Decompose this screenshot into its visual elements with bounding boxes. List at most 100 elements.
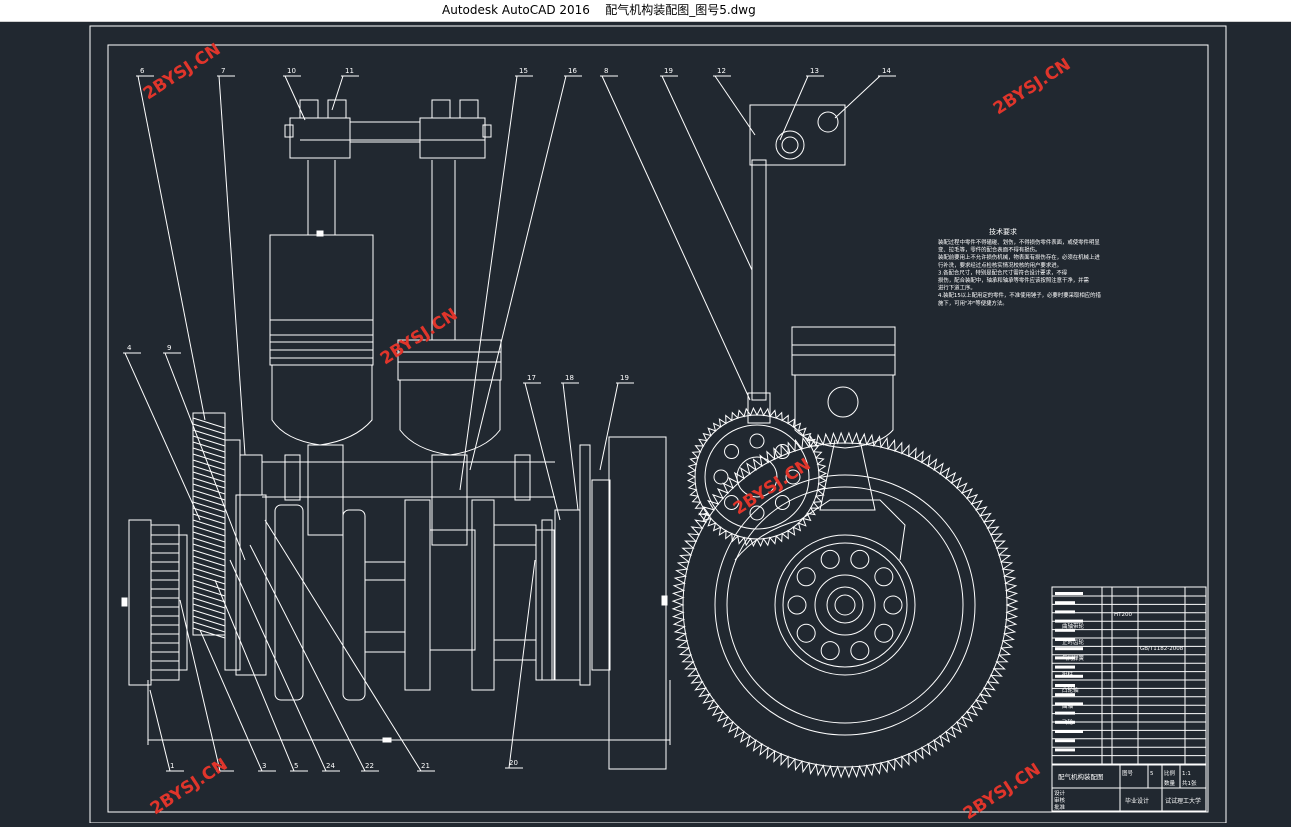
gear-tooth (192, 501, 226, 513)
tb-cell-fill (1055, 610, 1075, 614)
gear-tooth (192, 423, 226, 435)
tb-cell-fill (1055, 720, 1075, 724)
note-line: 装配前要用上不允许损伤机械，物表面有损伤存在，必须在机械上进 (938, 253, 1100, 261)
gear-tooth (192, 591, 226, 603)
piston-right (397, 160, 502, 546)
gear-tooth (192, 579, 226, 591)
callout-number: 9 (167, 344, 171, 352)
bolt-hole (850, 641, 870, 661)
note-line: 损伤，配合装配中，轴承和轴承等零件应该按照注意干净，并需 (938, 276, 1090, 284)
gear-tooth (192, 519, 226, 531)
gear-tooth (192, 441, 226, 453)
gear-tooth (192, 483, 226, 495)
flywheel-end-view (671, 431, 1019, 779)
bolt-hole (713, 469, 729, 485)
tb-material: HT200 (1114, 612, 1132, 618)
tb-sheet-label: 图号 (1122, 769, 1134, 777)
callout-number: 2 (220, 762, 224, 770)
title-block-table (1051, 586, 1207, 812)
leader-line (218, 75, 246, 456)
leader-line (249, 544, 366, 772)
gear-tooth (192, 555, 226, 567)
note-line: 3.各配合尺寸，特别是配合尺寸需符合设计要求，不得 (938, 268, 1068, 276)
technical-notes: 技术要求 装配过程中零件不得磕碰、划伤，不得损伤零件表面，或使零件明显变、拉毛等… (938, 227, 1102, 307)
tb-drawing-name: 配气机构装配图 (1058, 772, 1104, 781)
bolt-hole (796, 623, 816, 643)
app-name: Autodesk AutoCAD 2016 (442, 3, 590, 17)
note-line: 变、拉毛等，零件的配合表面不得有损伤。 (938, 246, 1040, 254)
tb-cell-fill (1055, 647, 1083, 651)
callout-number: 4 (127, 344, 132, 352)
tb-design-label: 设计 (1054, 789, 1066, 797)
tb-row-text: 曲轴带轮 (1062, 622, 1085, 630)
window-title-bar: Autodesk AutoCAD 2016 配气机构装配图_图号5.dwg (0, 0, 1291, 22)
tb-standard: GB/T1182-2008 (1140, 646, 1184, 652)
inner-border (107, 44, 1209, 813)
gear-tooth (192, 459, 226, 471)
tb-scale: 1:1 (1182, 771, 1191, 777)
bolt-hole (820, 549, 840, 569)
callout-number: 19 (620, 374, 629, 382)
bolt-hole (787, 595, 807, 615)
callout-number: 11 (345, 67, 354, 75)
tb-cell-fill (1055, 684, 1075, 687)
leader-lines (123, 75, 896, 772)
window-title: Autodesk AutoCAD 2016 配气机构装配图_图号5.dwg (442, 0, 756, 21)
tb-row-text: 飞轮 (1062, 718, 1074, 726)
gear-tooth (192, 417, 226, 429)
gear-tooth (192, 543, 226, 555)
leader-line (834, 75, 881, 119)
gear-tooth (192, 567, 226, 579)
callout-number: 15 (519, 67, 528, 75)
tb-approve-label: 批准 (1054, 803, 1066, 811)
callout-number: 24 (326, 762, 335, 770)
bolt-hole (724, 494, 740, 510)
valve-gear-top (284, 99, 492, 159)
callout-number: 1 (170, 762, 174, 770)
gear-tooth (192, 573, 226, 585)
tb-cell-fill (1055, 739, 1075, 743)
callout-number: 22 (365, 762, 374, 770)
gear-tooth (192, 495, 226, 507)
gear-tooth (192, 477, 226, 489)
leader-line (264, 519, 422, 772)
leader-line (601, 75, 751, 401)
gear-tooth (192, 621, 226, 633)
callout-number: 14 (882, 67, 891, 75)
gear-teeth-ring (686, 406, 828, 548)
callout-number: 3 (262, 762, 266, 770)
bolt-hole (774, 494, 790, 510)
callout-number: 18 (565, 374, 574, 382)
leader-line (459, 75, 518, 491)
tb-cell-fill (1055, 601, 1075, 605)
note-line: 4.装配15以上配用定的零件，不准使用锤子，必要时要采取相应的措 (938, 291, 1102, 299)
callout-number: 7 (221, 67, 225, 75)
tb-cell-fill (1055, 702, 1083, 706)
bolt-hole (874, 567, 894, 587)
bolt-hole (749, 505, 765, 521)
leader-line (714, 75, 756, 136)
gear-tooth (192, 531, 226, 543)
leader-line (179, 599, 221, 772)
gear-tooth (192, 549, 226, 561)
note-line: 进行下道工序。 (938, 284, 976, 292)
leader-line (779, 75, 809, 141)
tb-cell-fill (1055, 656, 1075, 660)
tb-count: 共1张 (1182, 779, 1197, 787)
valve-rocker-view (747, 104, 846, 424)
tb-project: 毕业设计 (1125, 797, 1149, 805)
callout-number: 21 (421, 762, 430, 770)
leader-line (164, 352, 246, 561)
tb-cell-fill (1055, 665, 1075, 669)
tb-count-label: 数量 (1164, 779, 1176, 787)
leader-line (562, 382, 579, 511)
drawing-svg[interactable]: 671011151681912131449171819123524222120 … (0, 22, 1291, 824)
gear-tooth (192, 471, 226, 483)
leader-line (229, 559, 327, 772)
leader-line (599, 382, 619, 471)
callout-number: 19 (664, 67, 673, 75)
bolt-hole (883, 595, 903, 615)
